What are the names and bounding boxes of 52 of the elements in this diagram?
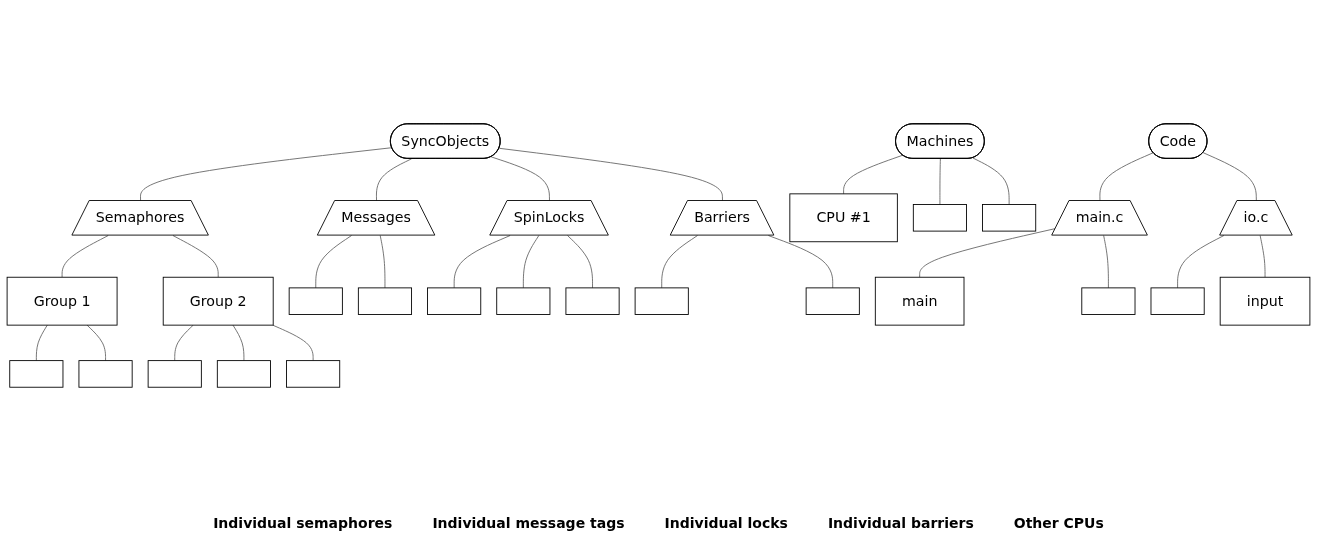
group-caption: Individual barriers [827, 515, 974, 531]
connector [661, 235, 698, 289]
node-box [565, 287, 620, 315]
connector [1103, 235, 1109, 289]
connector [1177, 235, 1225, 289]
node-box: main [874, 276, 965, 326]
node-box [147, 360, 202, 388]
node-box [286, 360, 341, 388]
node-box [78, 360, 133, 388]
connector [232, 324, 245, 362]
connector [174, 324, 194, 362]
connector [843, 154, 904, 195]
connector [1259, 235, 1266, 278]
node-box: Group 2 [162, 276, 274, 326]
node-box [982, 204, 1037, 232]
node-box [9, 360, 64, 388]
connector [939, 158, 941, 205]
connector [172, 235, 219, 278]
connector [379, 235, 386, 289]
connector [315, 235, 352, 289]
node-box [496, 287, 551, 315]
node-box [912, 204, 967, 232]
connector [376, 158, 412, 202]
node-box [427, 287, 482, 315]
group-caption: Individual semaphores [213, 515, 393, 531]
connector [919, 228, 1057, 278]
node-box [1150, 287, 1205, 315]
group-caption: Individual locks [664, 515, 788, 531]
connector [35, 324, 48, 362]
node-box: input [1219, 276, 1311, 326]
node-box: Group 1 [6, 276, 118, 326]
connector [140, 147, 393, 202]
connector [972, 157, 1010, 205]
connector [1202, 152, 1257, 202]
connector [1099, 152, 1154, 202]
connector [490, 156, 550, 202]
connector [522, 235, 540, 289]
node-box: CPU #1 [789, 193, 898, 243]
connector [61, 235, 109, 278]
node-box [216, 360, 271, 388]
node-box [288, 287, 343, 315]
connector [567, 235, 593, 289]
node-box [634, 287, 689, 315]
connector [272, 324, 314, 362]
connector [86, 324, 106, 362]
connector [498, 147, 723, 202]
node-box [1081, 287, 1136, 315]
node-box [805, 287, 860, 315]
connector [453, 235, 511, 289]
group-caption: Individual message tags [432, 515, 625, 531]
node-box [357, 287, 412, 315]
group-caption: Other CPUs [1013, 515, 1104, 531]
